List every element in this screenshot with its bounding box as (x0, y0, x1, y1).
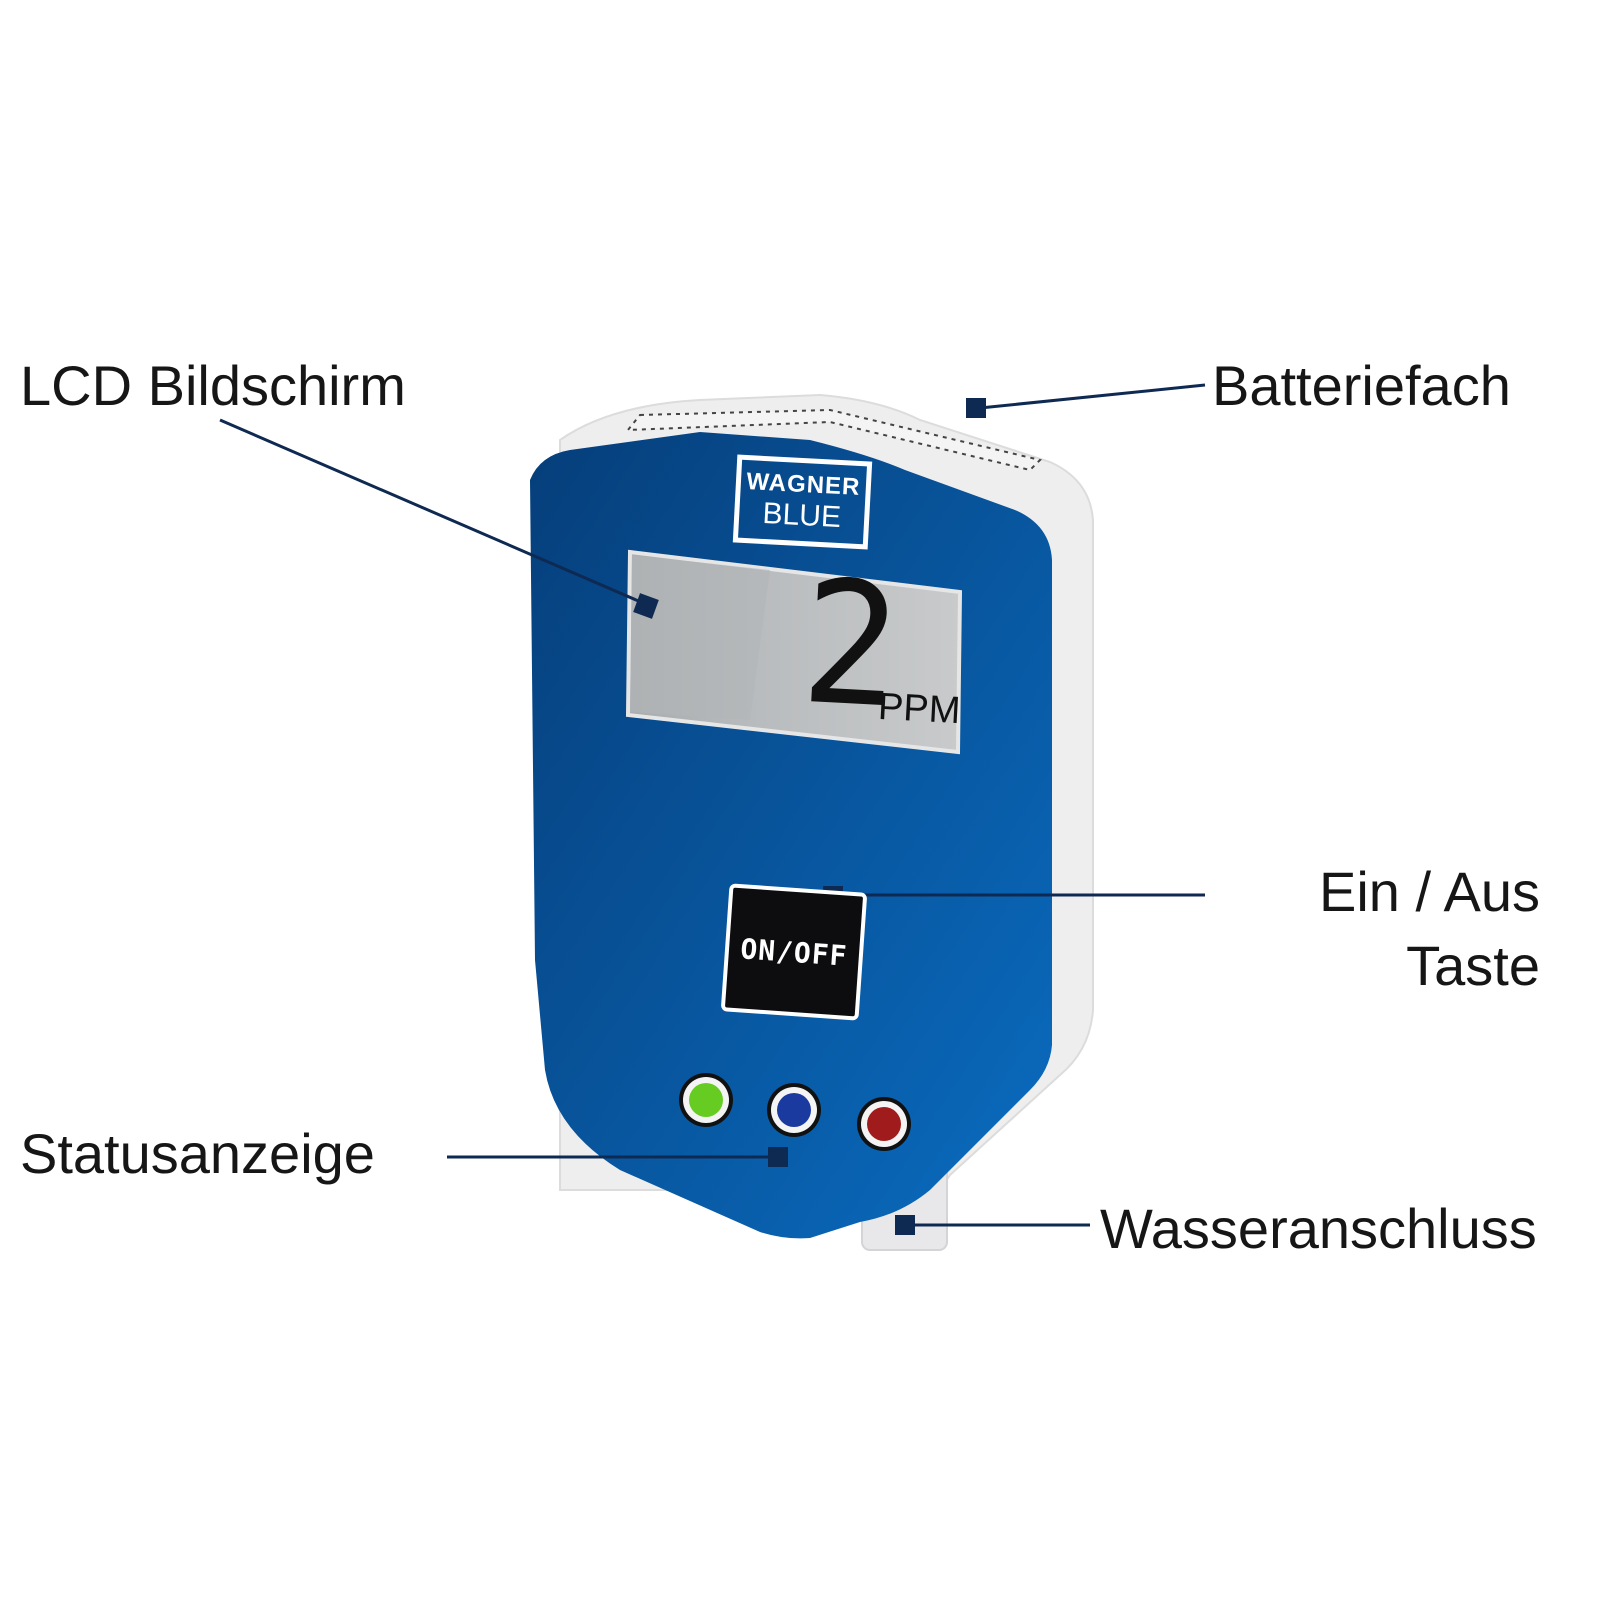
status-light-blue (767, 1083, 821, 1137)
on-off-button[interactable]: ON/OFF (720, 883, 868, 1021)
status-light-red (857, 1097, 911, 1151)
label-power-line1: Ein / Aus (1318, 860, 1540, 923)
leader-line-lcd (219, 418, 651, 608)
marker-lcd (633, 593, 659, 619)
leader-line-battery (979, 383, 1206, 410)
label-lcd-screen: LCD Bildschirm (20, 354, 406, 417)
marker-battery (966, 398, 986, 418)
brand-subname: BLUE (761, 496, 842, 535)
lcd-reading-unit: PPM (876, 685, 962, 733)
brand-logo: WAGNER BLUE (732, 454, 873, 550)
lcd-glare (630, 555, 770, 720)
marker-status (768, 1147, 788, 1167)
label-power-line2: Taste (1406, 934, 1540, 997)
battery-compartment-outline (625, 408, 1042, 472)
label-status-indicator: Statusanzeige (20, 1122, 375, 1185)
label-water-connection: Wasseranschluss (1100, 1197, 1537, 1260)
marker-water (895, 1215, 915, 1235)
status-light-green (679, 1073, 733, 1127)
label-battery-compartment: Batteriefach (1212, 354, 1511, 417)
